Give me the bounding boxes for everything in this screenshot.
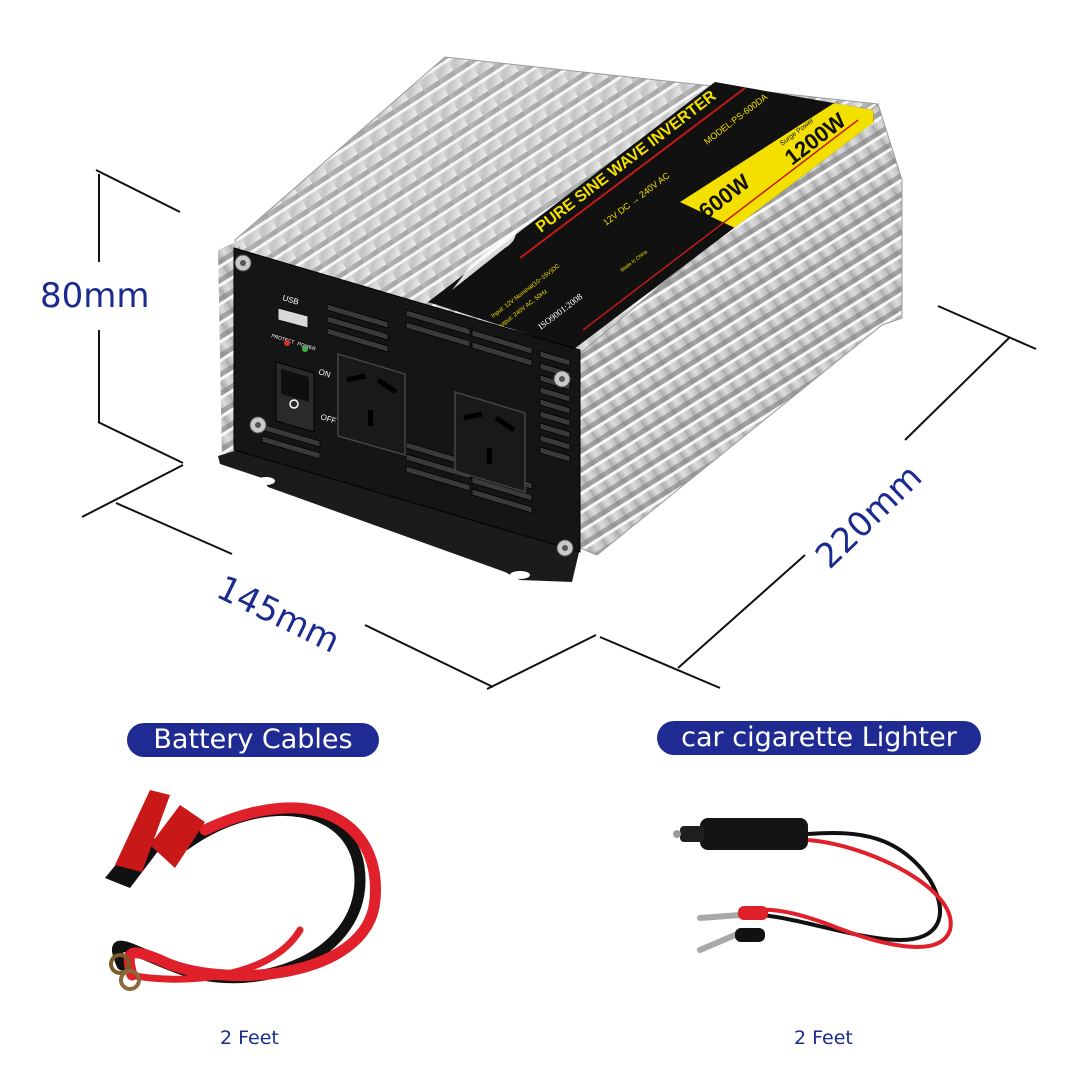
ac-outlet-1[interactable] <box>337 352 406 456</box>
battery-cables-length: 2 Feet <box>220 1027 279 1049</box>
lighter-plug-tip <box>680 826 704 842</box>
height-bottom-tick <box>97 421 184 464</box>
length-line-top <box>904 337 1010 441</box>
red-clamp-lower <box>150 805 205 868</box>
front-vents <box>261 303 571 514</box>
label-red-stripe <box>519 87 746 259</box>
red-cable-loop <box>126 926 304 983</box>
cigarette-lighter-length: 2 Feet <box>794 1027 853 1049</box>
height-top-tick <box>95 169 181 213</box>
lighter-black-wire <box>759 830 942 943</box>
ac-outlet-2[interactable] <box>454 390 526 494</box>
width-line-left <box>115 502 233 555</box>
on-label: ON <box>317 367 331 379</box>
width-left-tick <box>81 464 184 518</box>
label-black-base <box>428 82 874 349</box>
dimension-lines <box>81 169 1037 690</box>
cigarette-lighter-cable <box>673 818 953 953</box>
ring-terminal-2 <box>119 969 141 991</box>
red-sleeve <box>738 906 768 920</box>
mount-slot-left <box>257 477 275 485</box>
length-top-tick <box>937 305 1037 350</box>
height-dimension: 80mm <box>40 276 150 316</box>
cigarette-lighter-title: car cigarette Lighter <box>657 721 981 755</box>
lighter-plug-body <box>700 818 808 850</box>
usb-port[interactable] <box>277 307 309 329</box>
switch-rocker <box>281 369 309 402</box>
width-line-right <box>364 624 494 688</box>
inverter: PURE SINE WAVE INVERTER MODEL:PS-600DA 1… <box>218 56 903 582</box>
black-sleeve <box>735 928 765 942</box>
mounting-plate <box>218 448 580 582</box>
label-yellow-panel <box>680 98 874 228</box>
lighter-plug-contact <box>673 830 681 838</box>
screws <box>234 254 574 557</box>
length-bottom-tick <box>599 636 721 689</box>
battery-cables-title: Battery Cables <box>127 723 379 757</box>
width-right-tick <box>486 634 597 690</box>
heatsink-side <box>577 103 903 556</box>
red-clamp-upper <box>115 790 170 872</box>
label-white-arc <box>452 230 516 290</box>
fork-terminals <box>697 912 743 953</box>
battery-cables <box>105 790 381 991</box>
red-cable <box>123 802 381 982</box>
switch-off-icon <box>289 399 299 409</box>
ring-terminal-1 <box>109 953 131 975</box>
length-line-bottom <box>677 554 806 669</box>
mount-slot-right <box>510 571 530 579</box>
label-red-stripe-2 <box>582 119 859 331</box>
protect-led <box>284 340 290 346</box>
power-led <box>302 346 308 352</box>
lighter-red-wire <box>739 838 953 949</box>
